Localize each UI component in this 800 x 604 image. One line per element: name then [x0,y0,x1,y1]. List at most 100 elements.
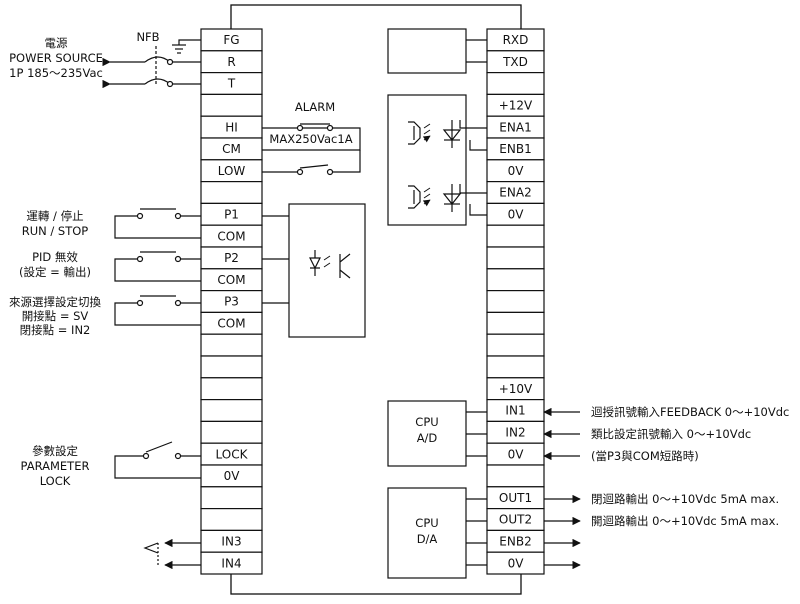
right-terminal-0v: 0V [486,202,545,226]
right-terminal-blank [486,71,545,95]
left-terminal-blank [200,377,263,401]
power-label-cn: 電源 [45,36,68,50]
right-terminal-label: 0V [508,208,525,222]
right-terminal-label: ENA1 [499,120,531,134]
right-terminal-0v: 0V [486,159,545,183]
cpu-ad-sublabel: A/D [417,431,438,445]
pid-note-label: (設定 = 輸出) [19,265,91,279]
opto-coupler-icon [408,120,462,148]
left-terminal-label: P1 [224,208,239,222]
right-terminal-label: +10V [499,382,533,396]
left-terminal-label: P2 [224,251,239,265]
cpu-ad-label: CPU [415,415,438,429]
left-terminal-com: COM [200,224,263,248]
right-terminal-txd: TXD [486,50,545,74]
opto-coupler-icon [309,250,351,279]
param-lock-label: LOCK [40,474,71,488]
right-terminal-label: ENB1 [499,142,531,156]
encoder-opto-box [387,94,467,226]
cpu-da-sublabel: D/A [417,532,438,546]
right-terminal-blank [486,355,545,379]
left-terminal-blank [200,486,263,510]
left-terminal-com: COM [200,311,263,335]
left-terminal-label: COM [217,229,245,243]
alarm-rating-label: MAX250Vac1A [269,132,352,146]
right-terminal-out1: OUT1 [486,486,545,510]
right-terminal-in1: IN1 [486,399,545,423]
right-terminal-strip: RXDTXD+12VENA1ENB10VENA20V+10VIN1IN20VOU… [486,28,545,575]
right-terminal-0v: 0V [486,442,545,466]
alarm-label: ALARM [295,100,335,114]
right-terminal-label: IN2 [505,426,525,440]
left-terminal-t: T [200,71,263,95]
param-label-en: PARAMETER [21,459,90,473]
power-label-en: POWER SOURCE [9,51,103,65]
left-terminal-label: P3 [224,295,239,309]
in1-description: 迴授訊號輸入FEEDBACK 0～+10Vdc [591,405,789,419]
opto-coupler-icon [408,184,462,212]
left-terminal-label: T [227,77,236,91]
in2-note: (當P3與COM短路時) [591,449,699,463]
right-terminal-label: OUT1 [499,491,532,505]
left-terminal-label: LOCK [216,447,249,461]
left-terminal-in3: IN3 [200,529,263,553]
left-terminal-0v: 0V [200,464,263,488]
left-terminal-com: COM [200,268,263,292]
left-terminal-label: IN3 [221,535,241,549]
right-terminal-label: IN1 [505,404,525,418]
left-terminal-blank [200,93,263,117]
ena2-wire [459,184,487,194]
cpu-da-box [387,487,467,579]
right-terminal-label: ENA2 [499,186,531,200]
left-terminal-label: COM [217,317,245,331]
ena1-wire [459,120,487,129]
right-terminal-blank [486,290,545,314]
power-voltage-label: 1P 185～235Vac [9,66,103,80]
left-terminal-label: 0V [224,469,241,483]
right-terminal-label: TXD [502,55,528,69]
cpu-da-label: CPU [415,516,438,530]
left-terminal-cm: CM [200,137,263,161]
enb2-0v-wire [469,204,487,216]
left-terminal-lock: LOCK [200,442,263,466]
left-terminal-blank [200,333,263,357]
source-closed-label: 閉接點 = IN2 [20,323,91,337]
right-terminal-out2: OUT2 [486,508,545,532]
pid-label: PID 無效 [32,250,78,264]
triangle-icon [143,542,159,554]
left-terminal-blank [200,399,263,423]
param-label-cn: 參數設定 [32,444,78,458]
left-terminal-r: R [200,50,263,74]
out1-description: 閉迴路輸出 0～+10Vdc 5mA max. [591,492,779,506]
right-terminal-enb2: ENB2 [486,529,545,553]
right-terminal-10v: +10V [486,377,545,401]
nfb-breaker [144,56,171,85]
right-terminal-label: 0V [508,556,525,570]
run-stop-label-en: RUN / STOP [22,224,89,238]
left-terminal-blank [200,420,263,444]
nfb-label: NFB [136,30,159,44]
right-terminal-blank [486,464,545,488]
right-terminal-label: 0V [508,164,525,178]
module-enclosure [230,4,522,595]
out2-description: 開迴路輸出 0～+10Vdc 5mA max. [591,514,779,528]
left-terminal-label: IN4 [221,556,241,570]
right-terminal-ena1: ENA1 [486,115,545,139]
right-terminal-in2: IN2 [486,420,545,444]
left-terminal-p3: P3 [200,290,263,314]
right-terminal-enb1: ENB1 [486,137,545,161]
source-select-label: 來源選擇設定切換 [9,295,101,309]
left-terminal-in4: IN4 [200,551,263,575]
right-terminal-ena2: ENA2 [486,181,545,205]
run-stop-label-cn: 運轉 / 停止 [26,209,83,223]
left-terminal-low: LOW [200,159,263,183]
left-terminal-label: COM [217,273,245,287]
left-terminal-label: HI [225,120,238,134]
left-terminal-label: LOW [218,164,246,178]
right-terminal-label: +12V [499,99,533,113]
left-terminal-fg: FG [200,28,263,52]
left-terminal-p2: P2 [200,246,263,270]
right-terminal-blank [486,311,545,335]
